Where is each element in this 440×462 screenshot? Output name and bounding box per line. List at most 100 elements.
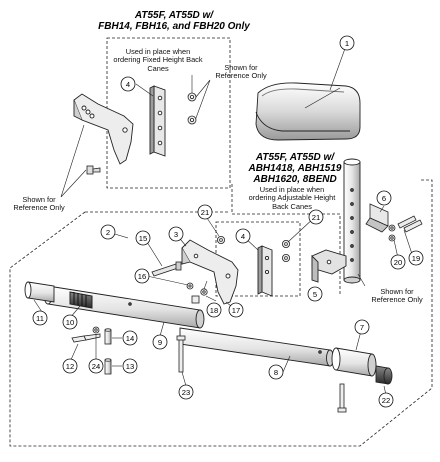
note-adjustable-height: Used in place when ordering Adjustable H…: [242, 185, 342, 211]
svg-text:16: 16: [138, 272, 146, 281]
mounting-plate-upper: [149, 85, 166, 157]
spacers-13-14: [104, 328, 112, 375]
svg-text:24: 24: [92, 362, 100, 371]
note-adj-line-1: Used in place when: [259, 185, 325, 194]
callout-7: 7: [354, 319, 370, 335]
callout-17: 17: [228, 302, 244, 318]
reference-top-line-2: Reference Only: [215, 71, 267, 81]
post-clamp: [311, 249, 347, 283]
callout-1: 1: [339, 35, 355, 51]
svg-text:10: 10: [66, 318, 74, 327]
callout-23: 23: [178, 384, 194, 400]
callout-9: 9: [152, 334, 168, 350]
svg-text:7: 7: [360, 323, 364, 332]
note-fixed-line-1: Used in place when: [125, 47, 191, 56]
note-fixed-height: Used in place when ordering Fixed Height…: [110, 47, 206, 73]
clip-6: [365, 203, 389, 233]
svg-text:1: 1: [345, 39, 349, 48]
end-cap-11: [24, 281, 55, 303]
vertical-post: [343, 158, 361, 284]
callout-6: 6: [376, 190, 392, 206]
callout-14: 14: [122, 330, 138, 346]
callout-4b: 4: [235, 228, 251, 244]
arm-pad: [255, 82, 361, 141]
note-adj-line-3: Back Canes: [272, 201, 312, 211]
header-fixed-line-2: FBH14, FBH16, and FBH20 Only: [98, 21, 250, 32]
svg-text:9: 9: [158, 338, 162, 347]
reference-left-line-2: Reference Only: [13, 203, 65, 213]
callout-4a: 4: [120, 76, 136, 92]
svg-text:21: 21: [312, 213, 320, 222]
svg-text:11: 11: [36, 314, 44, 323]
callout-19: 19: [408, 250, 424, 266]
callout-13: 13: [122, 358, 138, 374]
svg-text:8: 8: [274, 368, 278, 377]
header-adj-line-1: AT55F, AT55D w/: [255, 152, 335, 163]
note-adj-line-2: ordering Adjustable Height: [248, 193, 336, 203]
hardware-16-17-18: [186, 282, 208, 304]
nuts-upper: [187, 92, 197, 125]
reference-note-top: Shown for Reference Only: [206, 63, 276, 81]
note-fixed-line-2: ordering Fixed Height Back: [113, 55, 203, 65]
pin-15: [151, 261, 182, 277]
svg-text:19: 19: [412, 254, 420, 263]
svg-text:20: 20: [394, 258, 402, 267]
reference-left-line-1: Shown for: [22, 195, 56, 204]
callout-10: 10: [62, 314, 78, 330]
svg-text:17: 17: [232, 306, 240, 315]
header-fixed-line-1: AT55F, AT55D w/: [134, 10, 214, 21]
reference-note-right: Shown for Reference Only: [360, 287, 434, 305]
reference-note-left: Shown for Reference Only: [4, 195, 74, 213]
bolt-upper: [86, 165, 101, 175]
tube-8: [179, 327, 334, 367]
nuts-lower: [216, 235, 290, 262]
callout-20: 20: [390, 254, 406, 270]
cap-22: [375, 365, 393, 385]
callout-5: 5: [307, 286, 323, 302]
svg-text:6: 6: [382, 194, 386, 203]
screws-19: [397, 215, 423, 233]
leader-lines: [33, 42, 413, 396]
callout-8: 8: [268, 364, 284, 380]
svg-text:13: 13: [126, 362, 134, 371]
svg-text:14: 14: [126, 334, 134, 343]
callout-12: 12: [62, 358, 78, 374]
adjustable-height-box: [231, 184, 341, 296]
back-cane-bracket-lower: [181, 239, 239, 305]
callout-15: 15: [135, 230, 151, 246]
callout-21b: 21: [308, 209, 324, 225]
svg-text:21: 21: [201, 208, 209, 217]
header-fixed-height: AT55F, AT55D w/ FBH14, FBH16, and FBH20 …: [74, 10, 274, 32]
svg-text:5: 5: [313, 290, 317, 299]
callout-11: 11: [32, 310, 48, 326]
header-adj-line-3: ABH1620, 8BEND: [253, 174, 337, 185]
reference-right-line-2: Reference Only: [371, 295, 423, 305]
spring-10: [69, 291, 93, 309]
svg-text:22: 22: [382, 396, 390, 405]
callouts: 1 2 3 4 4 5 6 7 8 9 10 11 12 13 14 15 16…: [32, 35, 424, 408]
svg-text:15: 15: [139, 234, 147, 243]
callout-22: 22: [378, 392, 394, 408]
svg-text:12: 12: [66, 362, 74, 371]
bolt-23: [176, 335, 186, 373]
svg-text:23: 23: [182, 388, 190, 397]
callout-18: 18: [206, 302, 222, 318]
reference-top-line-1: Shown for: [224, 63, 258, 72]
mounting-plate-lower: [257, 245, 273, 297]
header-adj-line-2: ABH1418, ABH1519: [248, 163, 342, 174]
bolt-7: [337, 383, 347, 413]
callout-21a: 21: [197, 204, 213, 220]
svg-text:18: 18: [210, 306, 218, 315]
callout-16: 16: [134, 268, 150, 284]
svg-text:4: 4: [126, 80, 130, 89]
note-fixed-line-3: Canes: [147, 63, 169, 73]
back-cane-bracket-upper: [73, 93, 134, 165]
callout-3: 3: [168, 226, 184, 242]
callout-24: 24: [88, 358, 104, 374]
sleeve-7: [331, 347, 377, 377]
svg-text:3: 3: [174, 230, 178, 239]
washers-20: [388, 224, 396, 242]
reference-right-line-1: Shown for: [380, 287, 414, 296]
callout-2: 2: [100, 224, 116, 240]
